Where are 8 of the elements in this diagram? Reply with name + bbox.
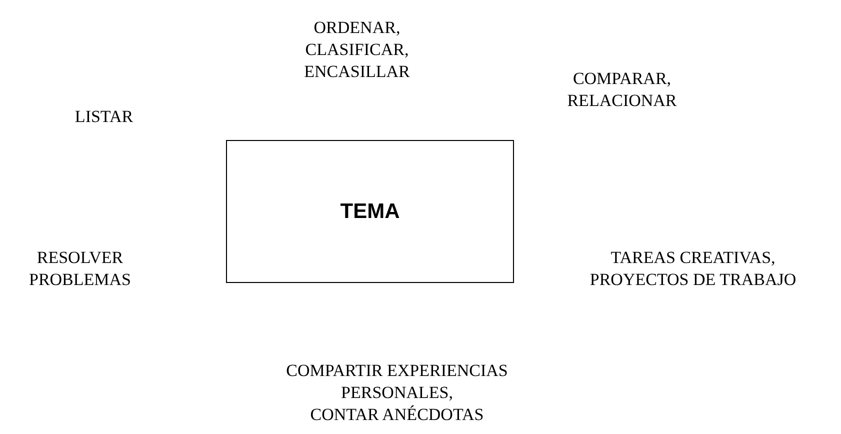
activity-label: COMPARAR, RELACIONAR (566, 68, 678, 112)
topic-box (226, 140, 514, 283)
activity-label: ORDENAR, CLASIFICAR, ENCASILLAR (303, 17, 411, 83)
activity-label: LISTAR (74, 106, 134, 128)
activity-label: RESOLVER PROBLEMAS (28, 247, 132, 291)
activity-label: TAREAS CREATIVAS, PROYECTOS DE TRABAJO (588, 247, 798, 291)
activity-label: COMPARTIR EXPERIENCIAS PERSONALES, CONTAR ANÉCDOTAS (285, 360, 509, 426)
topic-title: TEMA (340, 200, 400, 224)
